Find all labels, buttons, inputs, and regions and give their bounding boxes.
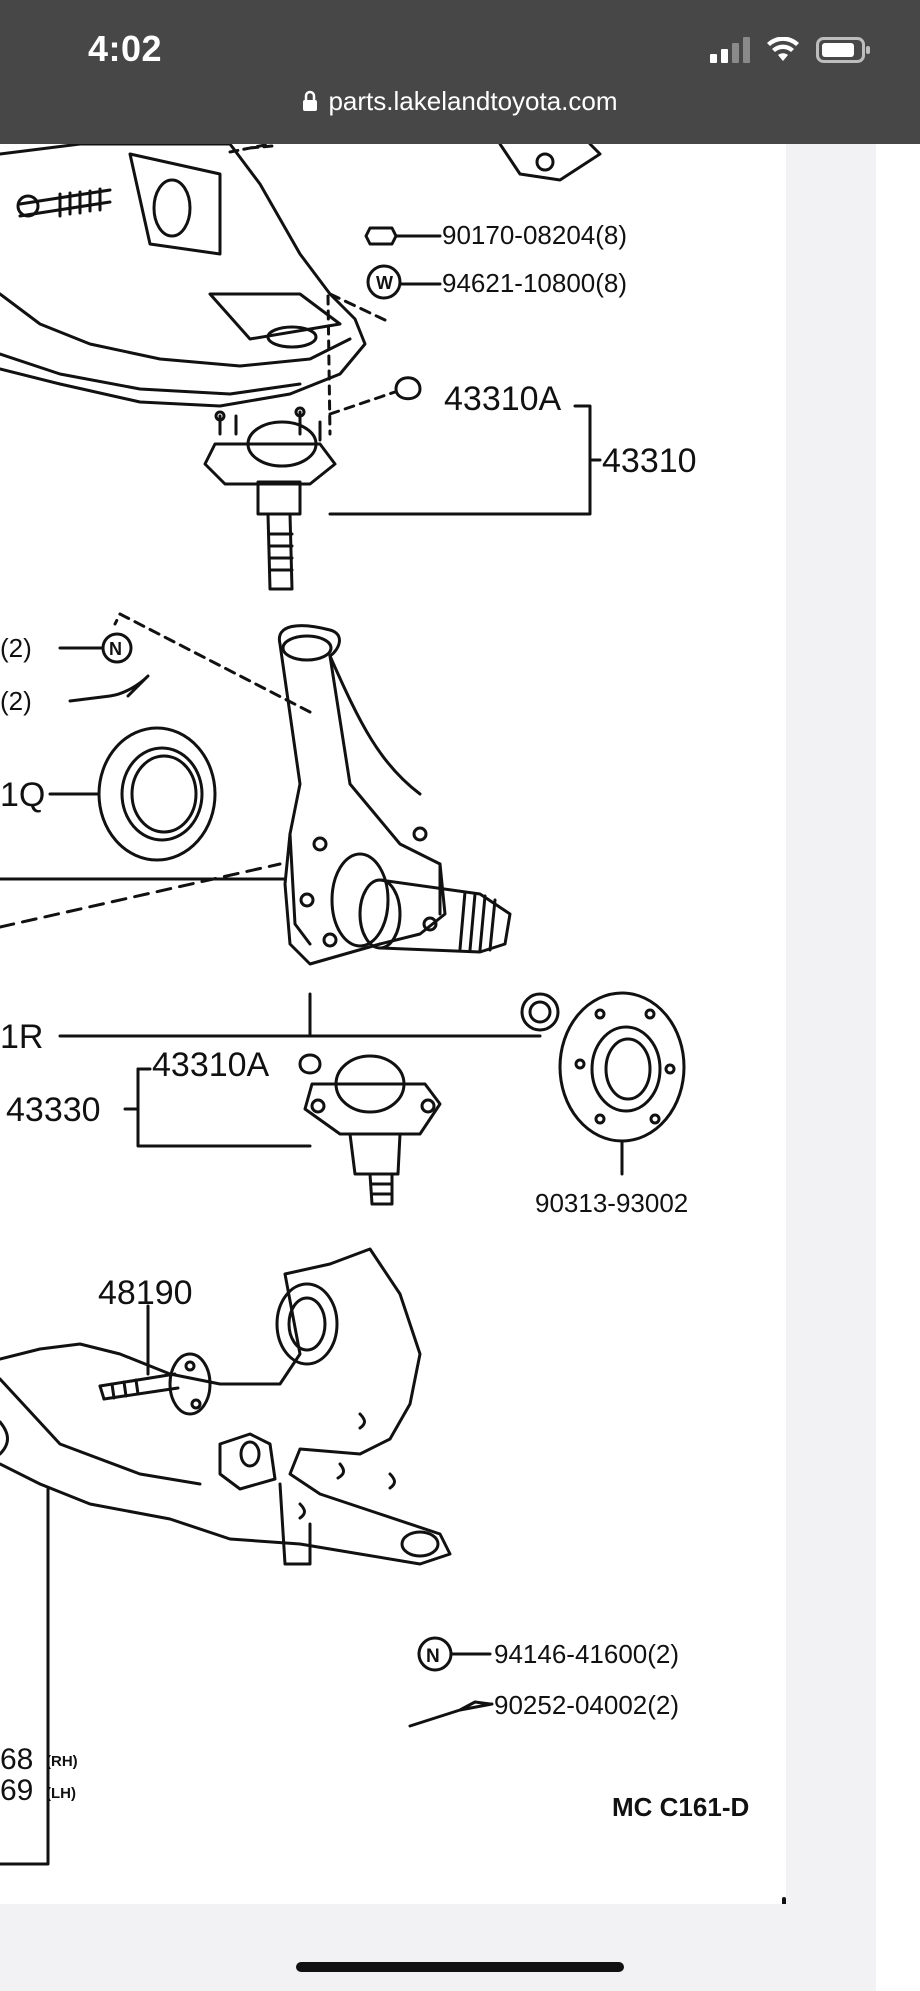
label-left-cut-lh: 69 bbox=[0, 1774, 33, 1807]
label-upper-ball-joint: 43310 bbox=[602, 442, 697, 480]
label-lh: (LH) bbox=[46, 1785, 76, 1802]
bolt-lower bbox=[98, 1304, 212, 1416]
washer-upper-icon: W bbox=[328, 264, 442, 322]
svg-text:N: N bbox=[109, 639, 122, 659]
parts-diagram: W bbox=[0, 144, 786, 1904]
url-text: parts.lakelandtoyota.com bbox=[328, 86, 618, 116]
label-lower-ball-joint: 43330 bbox=[6, 1091, 101, 1129]
home-indicator[interactable] bbox=[296, 1962, 624, 1972]
label-ball-joint-nut-lower: 43310A bbox=[152, 1046, 270, 1084]
lower-ball-joint bbox=[123, 1053, 442, 1206]
label-bolt-lower: 48190 bbox=[98, 1274, 193, 1312]
address-bar[interactable]: parts.lakelandtoyota.com bbox=[0, 86, 920, 117]
label-ball-joint-nut-upper: 43310A bbox=[444, 380, 562, 418]
page-content bbox=[0, 144, 920, 1991]
cotter-pin-icon bbox=[68, 674, 150, 703]
label-left-cut-1: (2) bbox=[0, 633, 32, 663]
browser-top-bar: 4:02 parts.lakelandtoyota.com bbox=[0, 0, 920, 144]
lock-icon bbox=[303, 90, 318, 111]
steering-knuckle bbox=[0, 612, 512, 966]
page-margin-right bbox=[876, 144, 920, 1991]
status-icons bbox=[710, 34, 872, 66]
label-nut-upper: 90170-08204(8) bbox=[442, 220, 627, 250]
svg-text:W: W bbox=[376, 273, 393, 293]
upper-ball-joint bbox=[203, 294, 602, 591]
svg-text:N: N bbox=[426, 1646, 440, 1667]
label-left-cut-3: 1Q bbox=[0, 776, 45, 814]
label-hub-seal: 90313-93002 bbox=[535, 1188, 688, 1218]
label-left-cut-2: (2) bbox=[0, 686, 32, 716]
page-bottom-margin bbox=[0, 1904, 876, 1991]
grease-seal bbox=[48, 726, 217, 862]
diagram-code: MC C161-D bbox=[612, 1792, 749, 1822]
label-left-cut-rh: 68 bbox=[0, 1743, 33, 1776]
nut-lower-icon: N bbox=[417, 1636, 492, 1672]
bearing-cup bbox=[58, 992, 560, 1038]
label-left-cut-4: 1R bbox=[0, 1018, 43, 1056]
nut-upper-icon bbox=[364, 226, 442, 246]
cotter-pin-lower-icon bbox=[408, 1700, 494, 1728]
battery-icon bbox=[816, 37, 870, 63]
page-margin bbox=[786, 144, 876, 1904]
signal-bars-icon bbox=[710, 37, 750, 63]
label-cotter-pin: 90252-04002(2) bbox=[494, 1690, 679, 1720]
upper-control-arm bbox=[0, 144, 602, 408]
lower-control-arm bbox=[0, 1247, 452, 1866]
status-time: 4:02 bbox=[88, 28, 163, 69]
label-nut-lower: 94146-41600(2) bbox=[494, 1639, 679, 1669]
hub-seal bbox=[558, 991, 686, 1176]
castle-nut-icon: N bbox=[58, 632, 133, 664]
label-rh: (RH) bbox=[46, 1753, 78, 1770]
wifi-icon bbox=[767, 37, 799, 61]
label-washer-upper: 94621-10800(8) bbox=[442, 268, 627, 298]
